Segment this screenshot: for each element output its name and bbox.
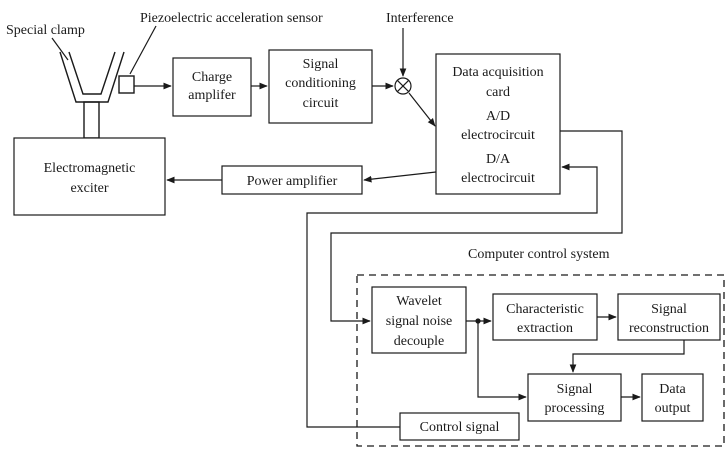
computer-control-system-label: Computer control system xyxy=(468,247,610,262)
ad-circuit-line-2: electrocircuit xyxy=(461,128,535,143)
piezoelectric-sensor xyxy=(118,75,135,94)
piezo-sensor-leader xyxy=(129,25,157,75)
power-amplifier-block: Power amplifier xyxy=(221,165,363,195)
charge-amplifier-line-1: Charge xyxy=(192,70,232,85)
arrow-branch-to-processing xyxy=(477,321,527,401)
electromagnetic-exciter-block: Electromagnetic exciter xyxy=(13,137,166,216)
signal-reconstruction-line-1: Signal xyxy=(651,302,687,317)
signal-reconstruction-line-2: reconstruction xyxy=(629,321,709,336)
characteristic-line-2: extraction xyxy=(517,321,573,336)
arrow-reconstruction-to-processing xyxy=(569,340,685,373)
characteristic-extraction-block: Characteristic extraction xyxy=(492,293,598,341)
charge-amplifier-block: Charge amplifer xyxy=(172,57,252,117)
arrow-control-signal-to-da xyxy=(306,163,598,428)
ad-circuit-line-1: A/D xyxy=(486,109,510,124)
data-output-block: Data output xyxy=(641,373,704,422)
data-output-line-1: Data xyxy=(659,382,686,397)
signal-conditioning-block: Signal conditioning circuit xyxy=(268,49,373,124)
special-clamp-leader xyxy=(51,37,69,61)
signal-processing-block: Signal processing xyxy=(527,373,622,422)
computer-control-system-boundary xyxy=(356,274,725,447)
daq-card-title-line-2: card xyxy=(486,85,510,100)
signal-processing-line-1: Signal xyxy=(557,382,593,397)
power-amplifier-label: Power amplifier xyxy=(247,174,338,189)
interference-label: Interference xyxy=(386,11,454,26)
signal-conditioning-line-3: circuit xyxy=(303,96,339,111)
signal-conditioning-line-1: Signal xyxy=(303,57,339,72)
em-exciter-line-2: exciter xyxy=(70,181,108,196)
data-acquisition-card-block: Data acquisition card A/D electrocircuit… xyxy=(435,53,561,195)
wavelet-decouple-block: Wavelet signal noise decouple xyxy=(371,286,467,354)
em-exciter-line-1: Electromagnetic xyxy=(44,161,136,176)
daq-card-title-line-1: Data acquisition xyxy=(452,65,543,80)
piezo-sensor-label: Piezoelectric acceleration sensor xyxy=(140,11,323,26)
charge-amplifier-line-2: amplifer xyxy=(188,88,236,103)
wavelet-line-1: Wavelet xyxy=(396,294,442,309)
control-signal-block: Control signal xyxy=(399,412,520,441)
da-circuit-line-1: D/A xyxy=(486,152,511,167)
data-output-line-2: output xyxy=(655,401,691,416)
signal-conditioning-line-2: conditioning xyxy=(285,76,356,91)
signal-reconstruction-block: Signal reconstruction xyxy=(617,293,721,341)
special-clamp xyxy=(59,51,125,139)
arrow-da-to-power-amp xyxy=(363,171,437,183)
wavelet-line-3: decouple xyxy=(394,334,445,349)
da-circuit-line-2: electrocircuit xyxy=(461,171,535,186)
summing-junction-icon xyxy=(394,77,412,95)
arrow-junction-to-ad xyxy=(408,92,436,127)
control-signal-label: Control signal xyxy=(420,420,500,435)
signal-processing-line-2: processing xyxy=(545,401,605,416)
special-clamp-label: Special clamp xyxy=(6,23,85,38)
wavelet-line-2: signal noise xyxy=(386,314,453,329)
arrow-ad-to-wavelet xyxy=(330,130,623,325)
characteristic-line-1: Characteristic xyxy=(506,302,584,317)
